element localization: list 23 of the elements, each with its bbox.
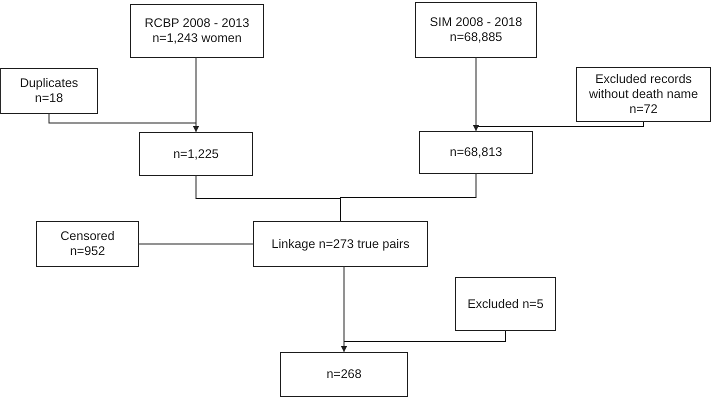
process-box bbox=[455, 277, 556, 331]
process-box bbox=[139, 132, 253, 176]
box-label: SIM 2008 - 2018 n=68,885 bbox=[428, 15, 524, 45]
box-label: Excluded records without death name n=72 bbox=[588, 72, 700, 117]
connector-arrow bbox=[48, 114, 199, 132]
process-box bbox=[280, 352, 408, 397]
process-box bbox=[0, 68, 98, 114]
process-box bbox=[130, 4, 264, 58]
process-box bbox=[419, 131, 533, 174]
process-box bbox=[576, 67, 711, 122]
box-label: n=1,225 bbox=[173, 146, 219, 162]
process-box bbox=[36, 221, 139, 267]
box-label: Linkage n=273 true pairs bbox=[272, 236, 410, 252]
box-label: Excluded n=5 bbox=[467, 296, 544, 312]
box-label: Duplicates n=18 bbox=[18, 76, 80, 106]
connector-arrow bbox=[473, 122, 644, 132]
process-box bbox=[253, 221, 428, 267]
box-label: Censored n=952 bbox=[59, 229, 116, 259]
box-label: n=68,813 bbox=[450, 145, 502, 160]
connector-arrow bbox=[341, 330, 506, 352]
process-box bbox=[415, 2, 537, 58]
box-label: n=268 bbox=[326, 367, 362, 382]
box-label: RCBP 2008 - 2013 n=1,243 women bbox=[144, 16, 250, 46]
